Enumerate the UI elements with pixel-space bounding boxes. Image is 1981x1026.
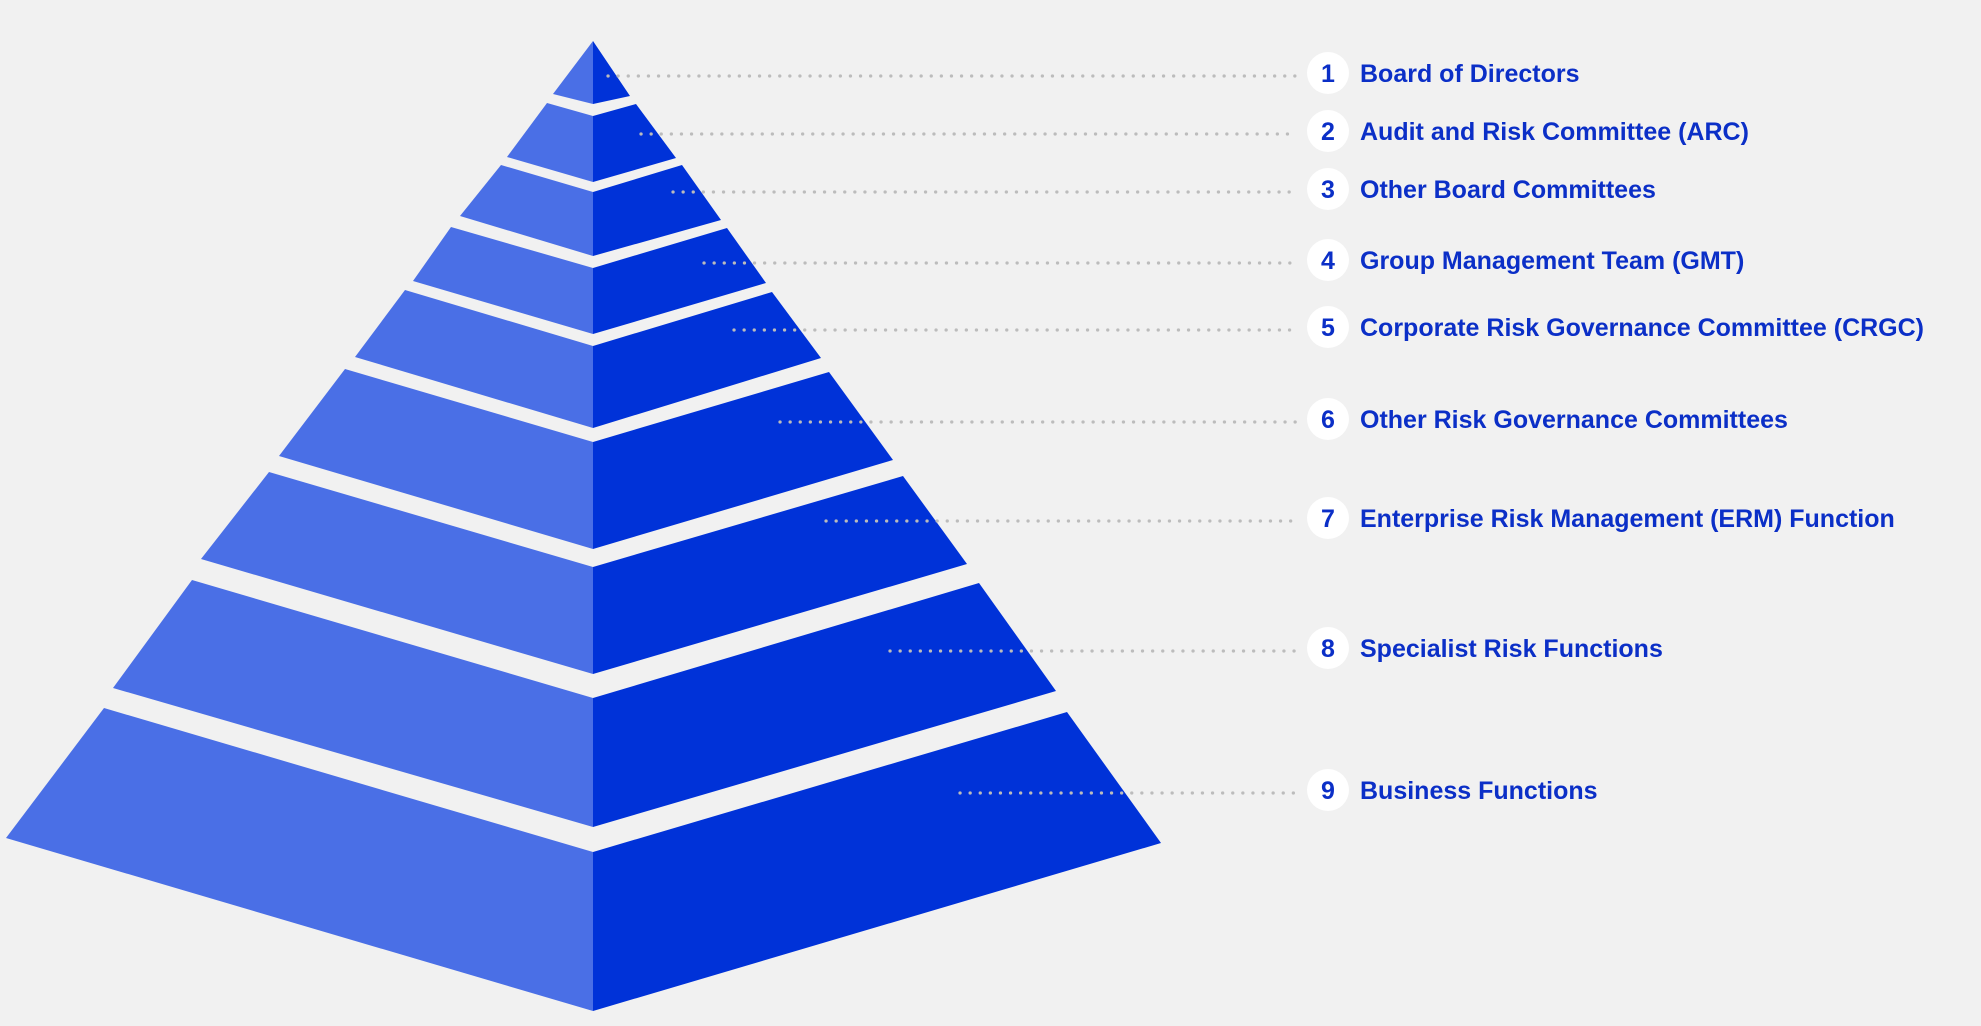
tier-right-face [593,228,766,334]
tier-label: Specialist Risk Functions [1360,635,1663,663]
tier-label: Corporate Risk Governance Committee (CRG… [1360,314,1924,342]
tier-label: Board of Directors [1360,60,1579,88]
tier-legend: 1 Board of Directors 2 Audit and Risk Commi… [1307,52,1924,811]
tier-left-face [279,369,593,549]
pyramid [6,41,1161,1011]
pyramid-tier-5 [355,290,821,428]
tier-number-badge [1307,168,1349,210]
pyramid-tier-6 [279,369,893,549]
tier-number: 3 [1321,176,1335,204]
tier-number-badge [1307,110,1349,152]
tier-left-face [6,708,593,1011]
tier-right-face [593,104,676,182]
tier-number: 6 [1321,406,1335,434]
tier-label: Enterprise Risk Management (ERM) Functio… [1360,505,1895,533]
pyramid-tier-9 [6,708,1161,1011]
legend-item-2: 2 Audit and Risk Committee (ARC) [1307,110,1749,152]
tier-left-face [460,165,593,256]
tier-label: Other Risk Governance Committees [1360,406,1788,434]
tier-label: Audit and Risk Committee (ARC) [1360,118,1749,146]
tier-number: 7 [1321,505,1335,533]
pyramid-tier-2 [507,103,676,182]
tier-number: 5 [1321,314,1335,342]
pyramid-tier-3 [460,165,721,256]
legend-item-8: 8 Specialist Risk Functions [1307,627,1663,669]
legend-item-4: 4 Group Management Team (GMT) [1307,239,1744,281]
tier-right-face [593,292,821,428]
legend-item-9: 9 Business Functions [1307,769,1598,811]
legend-item-1: 1 Board of Directors [1307,52,1579,94]
tier-number-badge [1307,306,1349,348]
tier-right-face [593,41,630,104]
tier-label: Other Board Committees [1360,176,1656,204]
legend-item-5: 5 Corporate Risk Governance Committee (CR… [1307,306,1924,348]
tier-number: 1 [1321,60,1335,88]
tier-number-badge [1307,627,1349,669]
tier-number-badge [1307,52,1349,94]
tier-label: Business Functions [1360,777,1598,805]
leader-lines [606,74,1298,795]
tier-right-face [593,476,967,674]
tier-left-face [413,227,593,334]
tier-number-badge [1307,398,1349,440]
tier-right-face [593,165,721,256]
pyramid-tier-4 [413,227,766,334]
tier-right-face [593,583,1056,827]
legend-item-3: 3 Other Board Committees [1307,168,1656,210]
pyramid-tier-1 [553,41,630,104]
tier-number-badge [1307,239,1349,281]
tier-left-face [201,472,593,674]
tier-left-face [553,41,593,104]
legend-item-6: 6 Other Risk Governance Committees [1307,398,1788,440]
tier-number: 9 [1321,777,1335,805]
tier-left-face [355,290,593,428]
tier-right-face [593,712,1161,1011]
tier-number: 4 [1321,247,1335,275]
tier-right-face [593,372,893,549]
tier-number: 2 [1321,118,1335,146]
pyramid-tier-8 [113,580,1056,827]
tier-left-face [507,103,593,182]
pyramid-tier-7 [201,472,967,674]
tier-number-badge [1307,497,1349,539]
legend-item-7: 7 Enterprise Risk Management (ERM) Functi… [1307,497,1895,539]
tier-label: Group Management Team (GMT) [1360,247,1744,275]
tier-left-face [113,580,593,827]
tier-number: 8 [1321,635,1335,663]
tier-number-badge [1307,769,1349,811]
